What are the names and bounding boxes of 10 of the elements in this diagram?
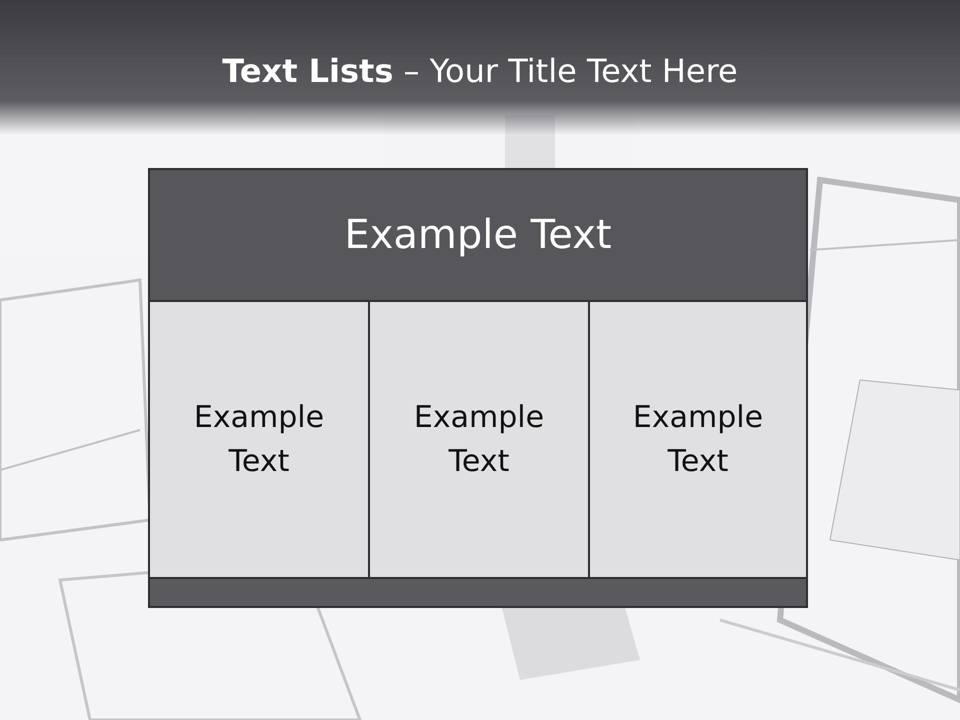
cell-text: Example Text [632,399,764,480]
header-text: Example Text [344,211,612,260]
footer-bar [148,577,808,608]
header-band [148,168,808,302]
cell-text: Example Text [412,399,546,480]
content-cell [148,300,370,579]
content-cell [368,300,590,579]
slide-title: Text Lists – Your Title Text Here [221,52,739,90]
content-cell [588,300,808,579]
cell-text: Example Text [192,399,326,480]
